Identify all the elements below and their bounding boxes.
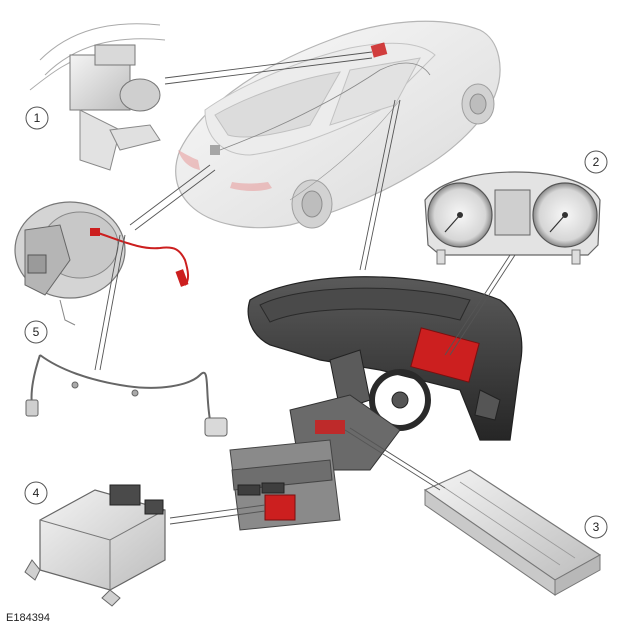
callout-4: 4 (24, 481, 48, 505)
callout-3-label: 3 (593, 520, 600, 534)
abs-module-icon (29, 23, 166, 171)
leader-lines (94, 51, 516, 525)
callout-1: 1 (25, 106, 49, 130)
restraints-module-icon (24, 484, 166, 607)
callout-3: 3 (584, 515, 608, 539)
callout-5: 5 (24, 320, 48, 344)
figure-reference-code: E184394 (6, 612, 51, 624)
wheel-speed-sensor-icon (14, 201, 228, 437)
dashboard-assembly (229, 276, 523, 531)
callout-4-label: 4 (33, 486, 40, 500)
instrument-cluster-icon (424, 171, 601, 265)
vehicle-phantom-view (175, 20, 501, 229)
callout-2: 2 (584, 150, 608, 174)
callout-1-label: 1 (34, 111, 41, 125)
control-module-icon (423, 469, 602, 596)
callout-2-label: 2 (593, 155, 600, 169)
callout-5-label: 5 (33, 325, 40, 339)
